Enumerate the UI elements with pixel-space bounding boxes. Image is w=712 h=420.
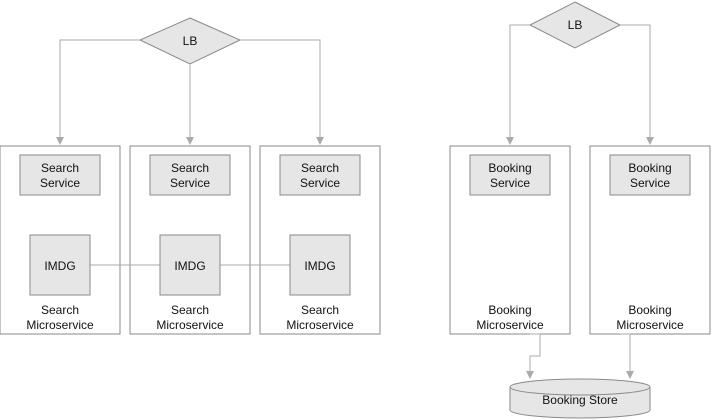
service-label-line1: Search bbox=[171, 161, 209, 175]
imdg-label: IMDG bbox=[304, 259, 335, 273]
search-service-box: Search Service bbox=[149, 154, 231, 196]
service-label-line2: Service bbox=[300, 176, 340, 190]
service-label-line2: Service bbox=[630, 176, 670, 190]
booking-store-label: Booking Store bbox=[542, 393, 618, 407]
lb-label: LB bbox=[568, 18, 583, 32]
lb-label: LB bbox=[183, 34, 198, 48]
store-connectors bbox=[526, 333, 634, 379]
imdg-label: IMDG bbox=[174, 259, 205, 273]
microservice-name-line1: Booking bbox=[628, 303, 671, 317]
service-label-line2: Service bbox=[170, 176, 210, 190]
microservice-name-line1: Search bbox=[41, 303, 79, 317]
microservice-name-line2: Microservice bbox=[26, 318, 94, 332]
microservice-name-line2: Microservice bbox=[286, 318, 354, 332]
search-lb-connectors bbox=[56, 39, 324, 145]
booking-load-balancer: LB bbox=[528, 1, 622, 49]
booking-service-box: Booking Service bbox=[609, 154, 691, 196]
booking-store-cylinder: Booking Store bbox=[509, 378, 651, 419]
service-label-line1: Search bbox=[41, 161, 79, 175]
microservice-name-line1: Search bbox=[171, 303, 209, 317]
service-label-line1: Booking bbox=[488, 161, 531, 175]
booking-lb-connectors bbox=[506, 24, 654, 145]
search-load-balancer: LB bbox=[138, 17, 242, 65]
service-label-line1: Search bbox=[301, 161, 339, 175]
microservice-name-line1: Search bbox=[301, 303, 339, 317]
service-label-line2: Service bbox=[490, 176, 530, 190]
microservice-name-line2: Microservice bbox=[616, 318, 684, 332]
imdg-box: IMDG bbox=[29, 234, 91, 296]
booking-service-box: Booking Service bbox=[469, 154, 551, 196]
imdg-box: IMDG bbox=[159, 234, 221, 296]
imdg-box: IMDG bbox=[289, 234, 351, 296]
microservice-name-line1: Booking bbox=[488, 303, 531, 317]
service-label-line1: Booking bbox=[628, 161, 671, 175]
microservice-name-line2: Microservice bbox=[476, 318, 544, 332]
microservice-name-line2: Microservice bbox=[156, 318, 224, 332]
search-service-box: Search Service bbox=[279, 154, 361, 196]
search-service-box: Search Service bbox=[19, 154, 101, 196]
imdg-label: IMDG bbox=[44, 259, 75, 273]
service-label-line2: Service bbox=[40, 176, 80, 190]
